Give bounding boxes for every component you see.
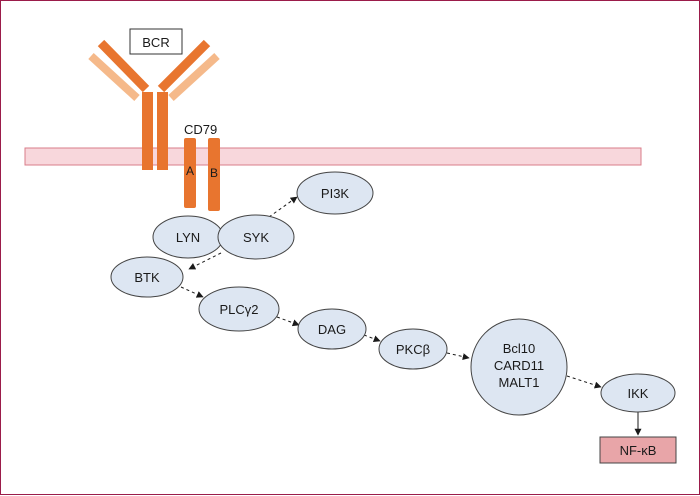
node-ikk: IKK bbox=[600, 373, 676, 413]
node-dag: DAG bbox=[297, 308, 367, 350]
node-pi3k-label: PI3K bbox=[321, 186, 350, 201]
bcr-label: BCR bbox=[142, 35, 169, 50]
arrow-plcg2-to-dag bbox=[276, 316, 300, 327]
node-lyn: LYN bbox=[152, 215, 224, 259]
node-cbm-complex-shape bbox=[470, 318, 568, 416]
node-btk-label: BTK bbox=[134, 270, 160, 285]
node-cbm-complex: Bcl10 CARD11 MALT1 bbox=[470, 318, 568, 416]
node-cbm-line3: MALT1 bbox=[499, 375, 540, 390]
node-ikk-shape bbox=[600, 373, 676, 413]
cd79-chain-b-label: B bbox=[210, 166, 218, 180]
node-pkcb: PKCβ bbox=[378, 328, 448, 370]
node-syk-label: SYK bbox=[243, 230, 269, 245]
node-syk: SYK bbox=[217, 214, 295, 260]
node-btk: BTK bbox=[110, 256, 184, 298]
node-pi3k: PI3K bbox=[296, 171, 374, 215]
cd79-label: CD79 bbox=[184, 122, 217, 137]
bcr-heavy-chain-left bbox=[142, 92, 153, 170]
node-cbm-line1: Bcl10 bbox=[503, 341, 536, 356]
bcr-antibody bbox=[88, 39, 220, 170]
node-ikk-label: IKK bbox=[628, 386, 649, 401]
bcr-heavy-chain-right bbox=[157, 92, 168, 170]
node-syk-shape bbox=[217, 214, 295, 260]
node-pkcb-shape bbox=[378, 328, 448, 370]
arrow-complex-to-ikk bbox=[566, 375, 602, 389]
cd79-chain-a-label: A bbox=[186, 164, 194, 178]
arrow-dag-to-pkcb bbox=[363, 334, 381, 343]
bcr-label-box bbox=[129, 28, 183, 55]
cd79-chain-b bbox=[208, 138, 220, 211]
node-dag-label: DAG bbox=[318, 322, 346, 337]
bcr-right-arm-dark bbox=[157, 39, 211, 93]
node-lyn-label: LYN bbox=[176, 230, 200, 245]
node-plcg2: PLCγ2 bbox=[198, 286, 280, 332]
arrow-syk-to-pi3k bbox=[268, 196, 298, 218]
bcr-left-arm-light bbox=[88, 53, 140, 101]
node-dag-shape bbox=[297, 308, 367, 350]
node-nfkb: NF-κB bbox=[599, 436, 677, 464]
arrow-pkcb-to-complex bbox=[446, 352, 470, 361]
cell-membrane bbox=[24, 147, 642, 166]
pathway-arrows bbox=[180, 196, 642, 436]
node-nfkb-shape bbox=[599, 436, 677, 464]
node-cbm-line2: CARD11 bbox=[494, 358, 544, 373]
bcr-right-arm-light bbox=[168, 53, 220, 101]
arrow-btk-to-plcg2 bbox=[180, 286, 204, 298]
node-btk-shape bbox=[110, 256, 184, 298]
bcr-left-arm-dark bbox=[97, 39, 150, 93]
node-nfkb-label: NF-κB bbox=[620, 443, 657, 458]
node-plcg2-label: PLCγ2 bbox=[219, 302, 258, 317]
node-plcg2-shape bbox=[198, 286, 280, 332]
cd79-chain-a bbox=[184, 138, 196, 208]
node-pkcb-label: PKCβ bbox=[396, 342, 430, 357]
node-pi3k-shape bbox=[296, 171, 374, 215]
